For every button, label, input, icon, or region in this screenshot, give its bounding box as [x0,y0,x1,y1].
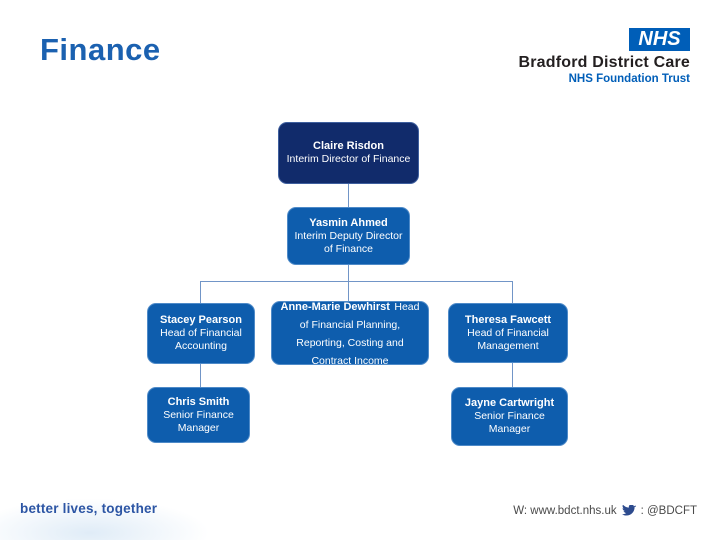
org-node-yasmin-ahmed: Yasmin Ahmed Interim Deputy Director of … [287,207,410,265]
person-name: Jayne Cartwright [464,397,555,409]
person-name: Yasmin Ahmed [309,216,388,229]
connector-to-theresa [512,281,513,303]
org-node-anne-marie-dewhirst: Anne-Marie Dewhirst Head of Financial Pl… [271,301,429,367]
person-title: Head of Financial Management [467,326,549,352]
page-title: Finance [40,32,161,67]
connector-to-annemarie [348,281,349,301]
connector-claire-yasmin [348,184,349,207]
website-text: W: www.bdct.nhs.uk [513,505,617,517]
person-title: Head of Financial Planning, Reporting, C… [296,301,420,367]
person-name: Claire Risdon [313,140,384,152]
logo-org-name: Bradford District Care [518,54,690,71]
connector-theresa-jayne [512,363,513,387]
nhs-logo: NHS Bradford District Care NHS Foundatio… [518,28,690,85]
person-title: Interim Director of Finance [286,153,411,165]
person-name: Stacey Pearson [160,314,242,326]
person-title: Senior Finance Manager [163,408,234,434]
person-title: Senior Finance Manager [474,410,545,435]
org-node-stacey-pearson: Stacey Pearson Head of Financial Account… [147,303,255,364]
connector-yasmin-down [348,265,349,281]
person-title: Interim Deputy Director of Finance [294,229,403,255]
org-node-claire-risdon: Claire Risdon Interim Director of Financ… [278,122,419,184]
connector-to-stacey [200,281,201,303]
org-node-theresa-fawcett: Theresa Fawcett Head of Financial Manage… [448,303,568,363]
footer-contact: W: www.bdct.nhs.uk : @BDCFT [513,505,697,517]
twitter-icon [621,505,636,517]
org-node-chris-smith: Chris Smith Senior Finance Manager [147,387,250,443]
person-name: Theresa Fawcett [464,313,552,326]
person-name: Chris Smith [167,395,230,408]
footer-tagline: better lives, together [20,501,158,516]
person-name: Anne-Marie Dewhirst [280,301,390,313]
nhs-logo-mark: NHS [629,28,690,51]
nhs-logo-text: NHS [638,28,681,50]
connector-horizontal [200,281,513,282]
twitter-handle: : @BDCFT [640,505,697,517]
connector-stacey-chris [200,364,201,387]
person-title: Head of Financial Accounting [160,327,242,352]
org-node-jayne-cartwright: Jayne Cartwright Senior Finance Manager [451,387,568,446]
logo-trust-line: NHS Foundation Trust [568,73,690,85]
